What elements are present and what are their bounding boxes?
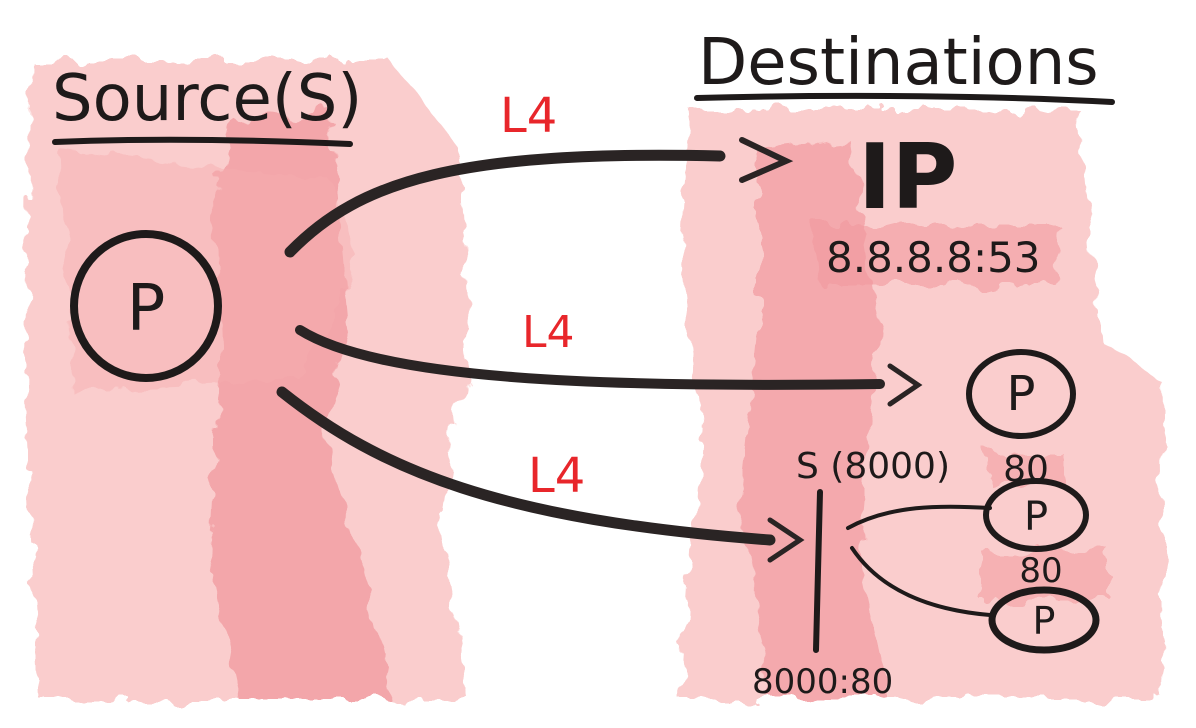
pod-destination-label: P (1007, 366, 1036, 422)
edge-to-pod (295, 325, 923, 407)
service-backend-pod-2: P (988, 586, 1100, 654)
edge-to-ip (284, 137, 794, 258)
destinations-heading-underline (694, 92, 1115, 105)
service-port-mapping: 8000:80 (752, 662, 893, 702)
destinations-wash (680, 110, 1165, 700)
source-pod-label: P (127, 272, 166, 346)
backend-2-label: P (1033, 599, 1056, 643)
service-destination: S (8000) 8000:80 P 80 P (752, 446, 1100, 702)
backend-1-port: 80 (1019, 551, 1062, 591)
service-bar (813, 489, 823, 653)
destinations-heading: Destinations (698, 26, 1099, 100)
source-heading-underline (52, 136, 353, 147)
edge-label-service: L4 (528, 448, 585, 504)
service-backend-pod-1: P 80 (983, 478, 1089, 591)
service-link-backend-1 (846, 504, 992, 530)
ip-label: IP (858, 125, 957, 230)
edge-label-pod: L4 (522, 307, 575, 358)
service-link-backend-2 (850, 546, 992, 617)
backend-1-label: P (1024, 494, 1048, 540)
ip-address: 8.8.8.8:53 (826, 233, 1041, 282)
source-heading: Source(S) (52, 62, 362, 136)
source-wash (25, 60, 470, 700)
edge-to-service (276, 386, 805, 563)
ip-destination: IP 8.8.8.8:53 (826, 125, 1041, 282)
pod-destination: P 80 (966, 349, 1076, 490)
edge-label-ip: L4 (500, 88, 557, 144)
source-pod-node: P (70, 230, 222, 382)
service-label: S (8000) (796, 446, 950, 487)
